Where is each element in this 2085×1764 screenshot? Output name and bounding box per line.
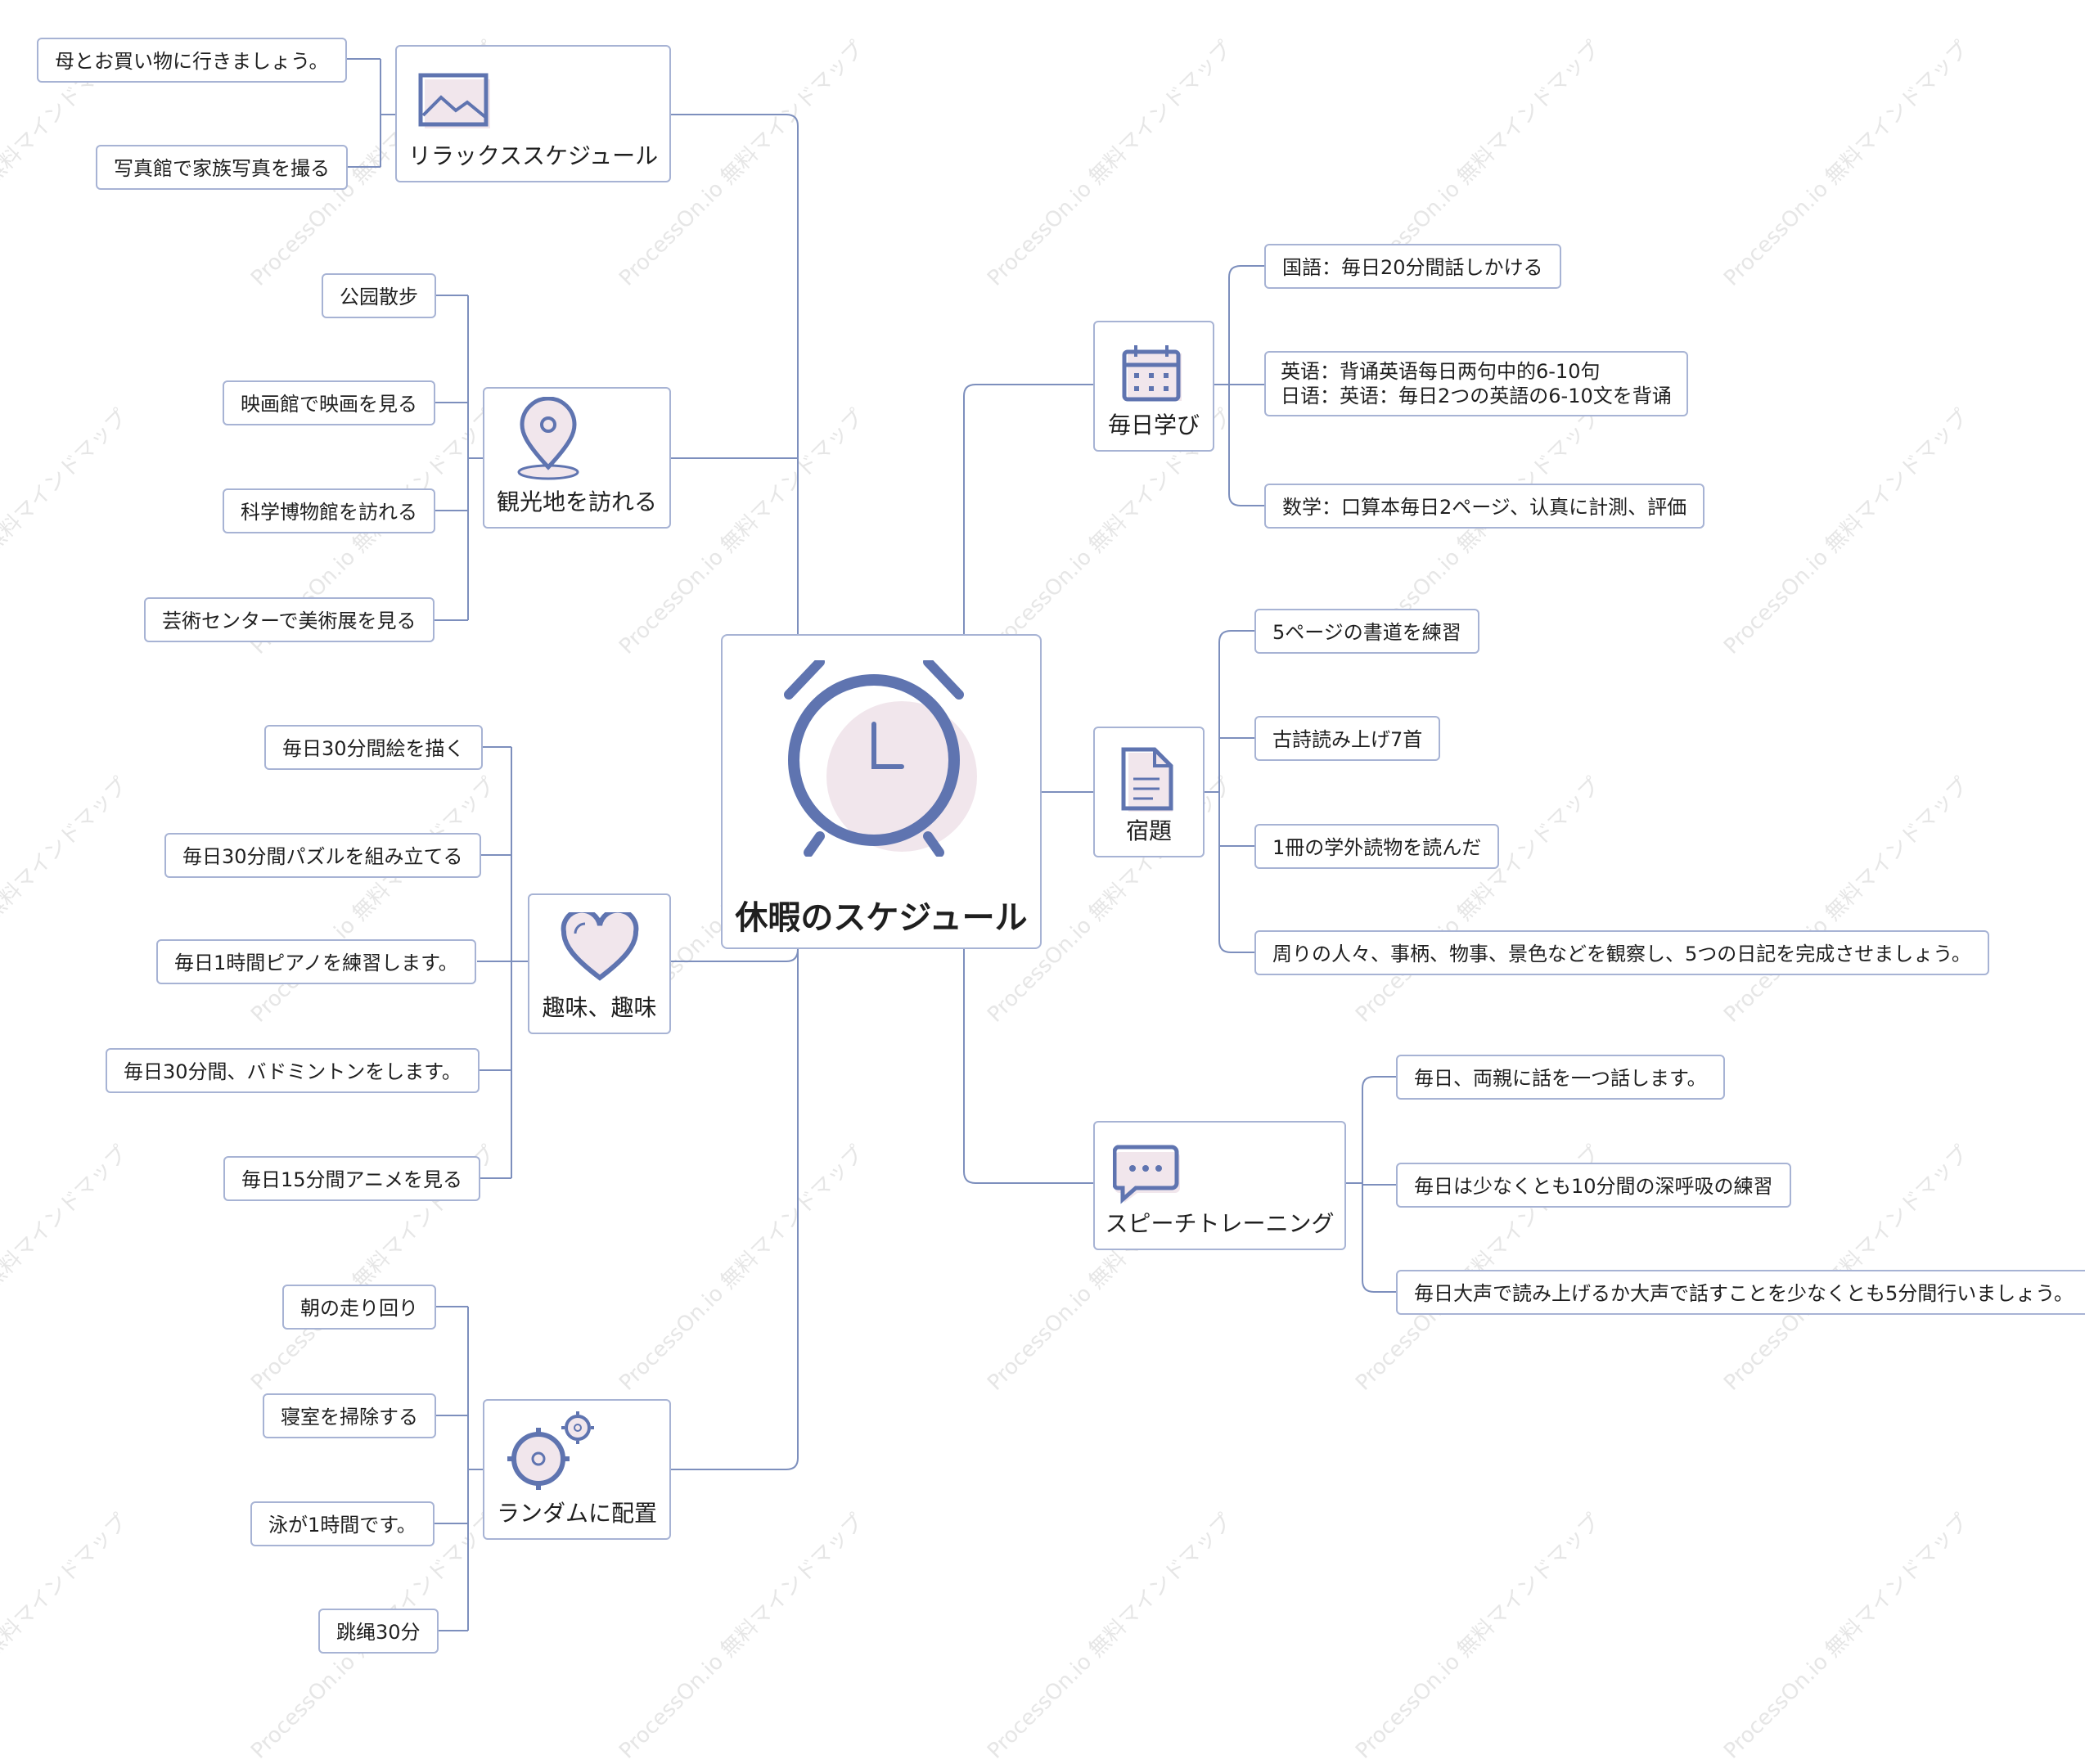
branch-label: 趣味、趣味 bbox=[542, 994, 657, 1021]
item-label: 写真館で家族写真を撮る bbox=[114, 157, 330, 180]
item-label: 毎日30分間絵を描く bbox=[282, 737, 465, 760]
list-item[interactable]: 映画館で映画を見る bbox=[223, 380, 435, 425]
item-label: 科学博物館を訪れる bbox=[241, 501, 417, 524]
branch-label: リラックススケジュール bbox=[408, 142, 659, 169]
list-item[interactable]: 1冊の学外読物を読んだ bbox=[1254, 824, 1500, 869]
gears-icon bbox=[484, 1409, 669, 1490]
item-label: 1冊の学外読物を読んだ bbox=[1272, 836, 1482, 859]
item-label: 泳が1時間です。 bbox=[268, 1514, 417, 1537]
list-item[interactable]: 古詩読み上げ7首 bbox=[1254, 716, 1441, 761]
branch-daily[interactable]: 毎日学び bbox=[1093, 321, 1214, 452]
link-hobby bbox=[477, 746, 528, 1179]
list-item[interactable]: 泳が1時間です。 bbox=[250, 1501, 435, 1546]
item-label: 数学：口算本毎日2ページ、认真に計測、評価 bbox=[1282, 496, 1687, 519]
item-label: 毎日30分間パズルを組み立てる bbox=[182, 845, 463, 868]
trunk-hobby bbox=[671, 948, 799, 962]
link-daily bbox=[1214, 265, 1264, 506]
link-speech bbox=[1346, 1076, 1396, 1293]
item-label: 古詩読み上げ7首 bbox=[1272, 728, 1423, 751]
location-pin-icon bbox=[484, 397, 669, 480]
branch-label: 観光地を訪れる bbox=[496, 488, 657, 515]
item-label: 母とお買い物に行きましょう。 bbox=[55, 50, 329, 73]
item-label: 朝の走り回り bbox=[300, 1297, 418, 1320]
item-label: 映画館で映画を見る bbox=[241, 393, 417, 416]
trunk-speech bbox=[963, 949, 1093, 1184]
connector-lines bbox=[344, 58, 1396, 1631]
item-label: 毎日は少なくとも10分間の深呼吸の練習 bbox=[1414, 1175, 1773, 1198]
list-item[interactable]: 毎日は少なくとも10分間の深呼吸の練習 bbox=[1396, 1163, 1791, 1208]
item-label: 毎日、両親に話を一つ話します。 bbox=[1414, 1067, 1707, 1090]
link-sightseeing bbox=[434, 295, 483, 621]
list-item[interactable]: 周りの人々、事柄、物事、景色などを観察し、5つの日記を完成させましょう。 bbox=[1254, 930, 1989, 975]
list-item[interactable]: 数学：口算本毎日2ページ、认真に計測、評価 bbox=[1264, 484, 1705, 529]
branch-homework[interactable]: 宿題 bbox=[1093, 727, 1205, 857]
item-label: 毎日30分間、バドミントンをします。 bbox=[124, 1060, 462, 1083]
branch-label: スピーチトレーニング bbox=[1105, 1210, 1335, 1237]
calendar-icon bbox=[1095, 335, 1213, 414]
list-item[interactable]: 毎日30分間パズルを組み立てる bbox=[164, 833, 481, 878]
item-label: 毎日1時間ピアノを練習します。 bbox=[174, 952, 458, 974]
list-item[interactable]: 毎日15分間アニメを見る bbox=[223, 1156, 481, 1201]
item-label: 英语：背诵英语每日两句中的6-10句 bbox=[1281, 360, 1601, 383]
list-item[interactable]: 芸術センターで美術展を見る bbox=[144, 597, 435, 642]
item-label: 5ページの書道を練習 bbox=[1272, 621, 1461, 644]
branch-label: ランダムに配置 bbox=[496, 1500, 657, 1527]
list-item[interactable]: 母とお買い物に行きましょう。 bbox=[37, 38, 347, 83]
link-homework bbox=[1205, 630, 1254, 953]
branch-sightseeing[interactable]: 観光地を訪れる bbox=[483, 387, 671, 529]
item-label: 毎日大声で読み上げるか大声で話すことを少なくとも5分間行いましょう。 bbox=[1414, 1282, 2074, 1305]
item-label: 寝室を掃除する bbox=[281, 1406, 418, 1429]
item-label: 日语：英语：毎日2つの英語の6-10文を背诵 bbox=[1281, 385, 1672, 407]
list-item[interactable]: 毎日30分間絵を描く bbox=[264, 725, 483, 770]
list-item[interactable]: 公园散步 bbox=[322, 273, 436, 318]
list-item[interactable]: 朝の走り回り bbox=[282, 1285, 436, 1330]
trunk-random bbox=[671, 949, 799, 1470]
link-relax bbox=[344, 58, 395, 168]
list-item[interactable]: 毎日1時間ピアノを練習します。 bbox=[156, 939, 476, 984]
list-item[interactable]: 写真館で家族写真を撮る bbox=[96, 145, 348, 190]
trunk-daily bbox=[963, 384, 1093, 634]
item-label: 国語：毎日20分間話しかける bbox=[1282, 256, 1543, 279]
list-item[interactable]: 国語：毎日20分間話しかける bbox=[1264, 244, 1561, 289]
alarm-clock-icon bbox=[723, 660, 1040, 857]
link-random bbox=[434, 1306, 483, 1631]
list-item[interactable]: 英语：背诵英语每日两句中的6-10句日语：英语：毎日2つの英語の6-10文を背诵 bbox=[1264, 351, 1688, 416]
branch-hobby[interactable]: 趣味、趣味 bbox=[528, 893, 671, 1034]
heart-icon bbox=[529, 908, 669, 987]
trunk-relax bbox=[671, 114, 799, 634]
item-label: 周りの人々、事柄、物事、景色などを観察し、5つの日記を完成させましょう。 bbox=[1272, 943, 1971, 965]
image-icon bbox=[397, 63, 669, 142]
branch-relax[interactable]: リラックススケジュール bbox=[395, 45, 671, 182]
list-item[interactable]: 毎日大声で読み上げるか大声で話すことを少なくとも5分間行いましょう。 bbox=[1396, 1270, 2085, 1315]
branch-label: 宿題 bbox=[1125, 817, 1172, 844]
item-label: 公园散步 bbox=[340, 286, 418, 308]
item-label: 跳绳30分 bbox=[336, 1621, 421, 1644]
list-item[interactable]: 5ページの書道を練習 bbox=[1254, 609, 1479, 654]
branch-label: 毎日学び bbox=[1107, 412, 1200, 439]
item-label: 芸術センターで美術展を見る bbox=[162, 610, 417, 632]
list-item[interactable]: 跳绳30分 bbox=[318, 1609, 439, 1654]
branch-random[interactable]: ランダムに配置 bbox=[483, 1399, 671, 1540]
list-item[interactable]: 毎日30分間、バドミントンをします。 bbox=[106, 1048, 480, 1093]
branch-speech[interactable]: スピーチトレーニング bbox=[1093, 1121, 1346, 1250]
list-item[interactable]: 科学博物館を訪れる bbox=[223, 488, 435, 533]
central-topic[interactable]: 休暇のスケジュール bbox=[721, 634, 1042, 949]
chat-bubble-icon bbox=[1095, 1136, 1344, 1214]
document-icon bbox=[1095, 741, 1203, 820]
central-topic-label: 休暇のスケジュール bbox=[735, 899, 1028, 937]
list-item[interactable]: 寝室を掃除する bbox=[263, 1393, 436, 1438]
list-item[interactable]: 毎日、両親に話を一つ話します。 bbox=[1396, 1055, 1725, 1100]
item-label: 毎日15分間アニメを見る bbox=[241, 1168, 463, 1191]
